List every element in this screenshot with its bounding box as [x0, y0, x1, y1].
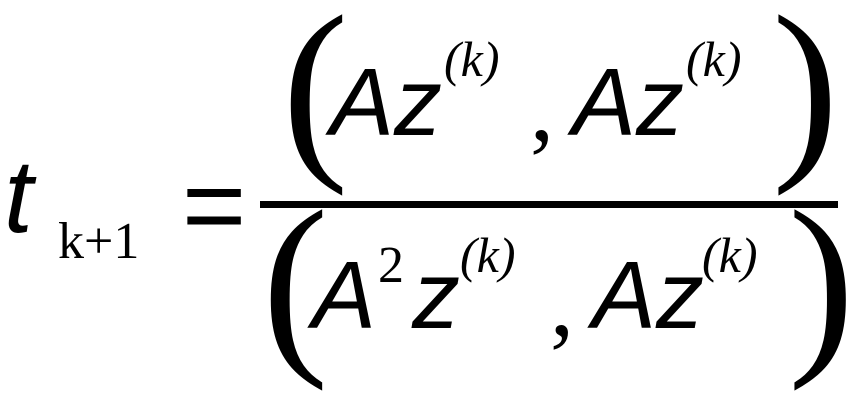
fraction-bar: [260, 201, 838, 208]
denominator-close-paren: ): [788, 171, 854, 392]
numerator-term2-base: Az: [567, 49, 684, 156]
denominator-term1-power: 2: [378, 237, 404, 294]
denominator-term2-superscript: (k): [702, 227, 758, 283]
denominator-comma: ,: [550, 249, 574, 356]
numerator-term1-base: Az: [325, 49, 442, 156]
lhs-subscript: k+1: [58, 213, 139, 270]
numerator-term1-superscript: (k): [444, 31, 500, 87]
numerator-comma: ,: [530, 54, 554, 161]
numerator-term2-superscript: (k): [686, 31, 742, 87]
denominator-open-paren: (: [262, 171, 329, 392]
numerator-open-paren: (: [282, 0, 349, 197]
denominator-term1-z: z: [411, 242, 460, 349]
equals-sign: =: [182, 144, 246, 267]
denominator-term1-a: A: [307, 242, 376, 349]
numerator-close-paren: ): [772, 0, 839, 197]
lhs-symbol: t: [4, 139, 37, 255]
denominator-term1-superscript: (k): [460, 227, 516, 283]
denominator-term2-base: Az: [587, 242, 704, 349]
